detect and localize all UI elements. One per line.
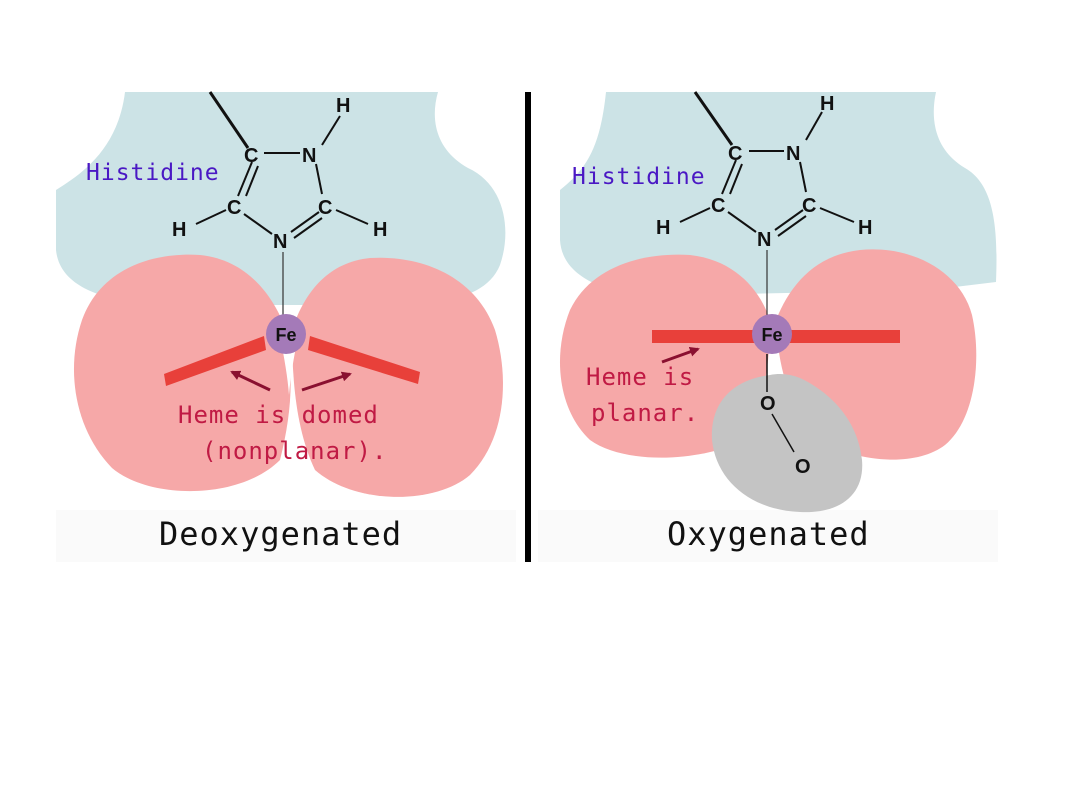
iron-atom-label: Fe (761, 325, 782, 345)
bond-c1-c2-b (729, 163, 743, 195)
bond-c2-n2 (727, 211, 757, 233)
bond-n2-c3-b (777, 215, 807, 237)
panel-title: Deoxygenated (159, 515, 402, 553)
oxygen-atom-2: O (795, 456, 811, 478)
bond-c2-h (195, 209, 227, 225)
iron-atom (266, 314, 306, 354)
caption-band (538, 510, 998, 562)
atom-h-c2: H (656, 217, 670, 239)
panel-title: Oxygenated (667, 515, 870, 553)
bond-n2-c3-b (293, 217, 323, 239)
histidine-label: Histidine (86, 160, 220, 186)
bond-c2-h (679, 207, 711, 223)
atom-n2: N (757, 229, 771, 251)
bond-c1-c2-b (245, 165, 259, 197)
atom-h-c3: H (373, 219, 387, 241)
atom-c2: C (711, 195, 725, 217)
backbone-bond (693, 91, 734, 146)
atom-n1: N (786, 143, 800, 165)
atom-c1: C (728, 143, 742, 165)
bond-o1-o2 (771, 413, 795, 453)
heme-note-line-1: Heme is (586, 363, 694, 391)
oxygenated-panel: H C N C C H H N Histidine Fe O O Heme is… (538, 91, 998, 562)
bond-n1-c3 (315, 163, 323, 195)
annotation-arrow-left (230, 370, 271, 392)
annotation-arrow (661, 347, 700, 364)
heme-note-line-2: (nonplanar). (202, 437, 387, 465)
bond-c1-c2-a (237, 161, 253, 197)
atom-c3: C (318, 197, 332, 219)
histidine-ring: H C N C C H H N (172, 91, 387, 318)
bond-n1-c3 (799, 161, 807, 193)
protein-surface (560, 92, 997, 296)
heme-pocket-gap (283, 352, 295, 395)
iron-atom (752, 314, 792, 354)
atom-n1: N (302, 145, 316, 167)
bond-n2-c3-a (774, 209, 804, 231)
atom-h-n1: H (336, 95, 350, 117)
atom-n2: N (273, 231, 287, 253)
heme-plane-left-half (164, 336, 266, 386)
atom-h-n1: H (820, 93, 834, 115)
atom-h-c3: H (858, 217, 872, 239)
bond-n1-h (805, 111, 823, 141)
atom-h-c2: H (172, 219, 186, 241)
oxygen-atom-1: O (760, 393, 776, 415)
heme-pocket-left-lobe (559, 254, 770, 458)
bond-c2-n2 (243, 213, 273, 235)
bond-c3-h (819, 207, 855, 223)
heme-plane-right-half (308, 336, 420, 384)
oxygen-molecule-blob (711, 374, 863, 513)
histidine-ring: H C N C C H H N (656, 91, 872, 453)
bond-n2-c3-a (290, 211, 320, 233)
bond-c1-c2-a (721, 159, 737, 195)
bond-c3-h (335, 209, 369, 225)
atom-c1: C (244, 145, 258, 167)
atom-c2: C (227, 197, 241, 219)
heme-note-line-2: planar. (591, 399, 699, 427)
protein-surface (56, 92, 506, 305)
deoxygenated-panel: H C N C C H H N Histidine Fe Heme is dom… (56, 91, 516, 562)
caption-band (56, 510, 516, 562)
heme-note-line-1: Heme is domed (178, 401, 379, 429)
bond-n1-h (321, 115, 341, 146)
iron-atom-label: Fe (275, 325, 296, 345)
atom-c3: C (802, 195, 816, 217)
annotation-arrow-right (301, 371, 352, 392)
backbone-bond (208, 91, 250, 149)
histidine-label: Histidine (572, 164, 706, 190)
